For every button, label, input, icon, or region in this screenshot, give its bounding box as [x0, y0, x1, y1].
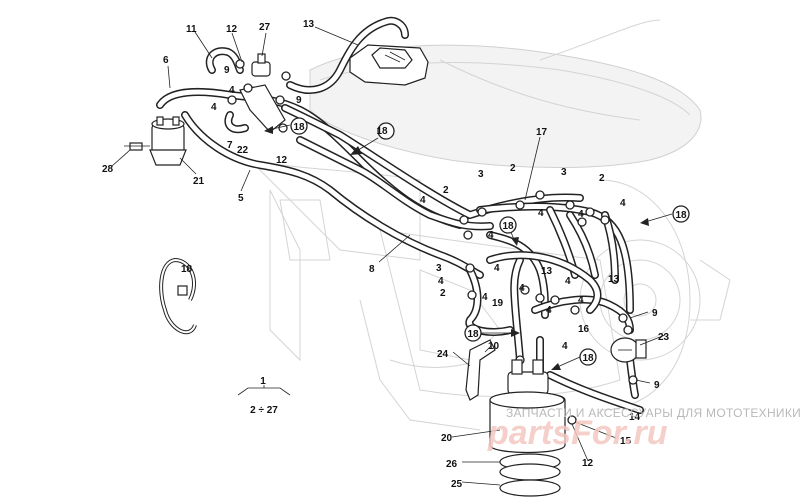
callout-11: 11	[186, 24, 197, 35]
callout-9a: 9	[224, 65, 230, 76]
callout-26: 26	[446, 459, 458, 470]
fuel-filler-cap	[349, 44, 429, 86]
callout-28: 28	[102, 164, 114, 175]
callout-4l: 4	[565, 276, 571, 287]
callout-4h: 4	[438, 276, 444, 287]
callout-12c: 12	[582, 458, 594, 469]
fuel-pump	[489, 359, 566, 454]
callout-14: 14	[629, 412, 641, 423]
callout-15: 15	[620, 436, 632, 447]
callout-3a: 3	[561, 167, 567, 178]
callout-7: 7	[227, 140, 233, 151]
callout-4j: 4	[494, 263, 500, 274]
callout-20: 20	[441, 433, 453, 444]
circled-callouts	[290, 117, 690, 366]
callout-3b: 3	[478, 169, 484, 180]
callout-2a: 2	[510, 163, 516, 174]
callout-25: 25	[451, 479, 463, 490]
callout-17: 17	[536, 127, 548, 138]
assembly-bracket-symbol	[237, 385, 291, 396]
callout-19: 19	[492, 298, 504, 309]
pump-clamp-rings	[499, 453, 561, 497]
callout-18: 18	[181, 264, 193, 275]
callout-21: 21	[193, 176, 205, 187]
callout-8: 8	[369, 264, 375, 275]
callout-9b: 9	[296, 95, 302, 106]
callout-4e: 4	[538, 208, 544, 219]
watermark: ЗАПЧАСТИ И АКСЕССУАРЫ ДЛЯ МОТОТЕХНИКИ pa…	[487, 406, 800, 452]
callout-16: 16	[578, 324, 590, 335]
callout-3c: 3	[436, 263, 442, 274]
fuel-pressure-regulator	[610, 337, 647, 363]
valve-assembly	[227, 53, 291, 133]
circled-18-6: 18	[582, 353, 594, 364]
callout-4i: 4	[482, 292, 488, 303]
callout-2d: 2	[440, 288, 446, 299]
callout-4m: 4	[578, 295, 584, 306]
circled-18-4: 18	[675, 210, 687, 221]
circled-18-3: 18	[502, 221, 514, 232]
callout-4d: 4	[488, 230, 494, 241]
callout-12b: 12	[276, 155, 288, 166]
callout-4g: 4	[620, 198, 626, 209]
callout-6: 6	[163, 55, 169, 66]
circled-18-5: 18	[467, 329, 479, 340]
callout-13c: 13	[608, 274, 620, 285]
callout-4f: 4	[578, 209, 584, 220]
callout-5: 5	[238, 193, 244, 204]
callout-22: 22	[237, 145, 249, 156]
bolt	[124, 142, 150, 151]
callout-4b: 4	[211, 102, 217, 113]
callout-2c: 2	[443, 185, 449, 196]
bracket	[465, 339, 496, 401]
callout-27: 27	[259, 22, 271, 33]
hose-clamp	[159, 257, 197, 335]
circled-18-1: 18	[376, 126, 388, 137]
callout-13a: 13	[303, 19, 315, 30]
callout-13b: 13	[541, 266, 553, 277]
callout-4c: 4	[420, 195, 426, 206]
callout-2b: 2	[599, 173, 605, 184]
watermark-text: ЗАПЧАСТИ И АКСЕССУАРЫ ДЛЯ МОТОТЕХНИКИ	[506, 406, 800, 420]
callout-labels: 1 2 ÷ 27 11 12 27 13 6 9 9 4 4 7 22 12 2…	[102, 19, 687, 490]
callout-9c: 9	[652, 308, 658, 319]
callout-12a: 12	[226, 24, 238, 35]
circled-18-2: 18	[293, 122, 305, 133]
fuel-filter-canister	[149, 116, 187, 166]
callout-9d: 9	[654, 380, 660, 391]
leader-lines	[111, 26, 666, 486]
callout-1: 1	[260, 376, 266, 387]
callout-4k: 4	[519, 283, 525, 294]
callout-10: 10	[488, 341, 500, 352]
callout-2-27: 2 ÷ 27	[250, 405, 278, 416]
callout-23: 23	[658, 332, 670, 343]
fuel-hoses	[156, 16, 644, 414]
watermark-logo: partsFor.ru	[487, 414, 668, 452]
callout-4o: 4	[562, 341, 568, 352]
callout-4a: 4	[229, 85, 235, 96]
callout-24: 24	[437, 349, 449, 360]
callout-4n: 4	[546, 305, 552, 316]
